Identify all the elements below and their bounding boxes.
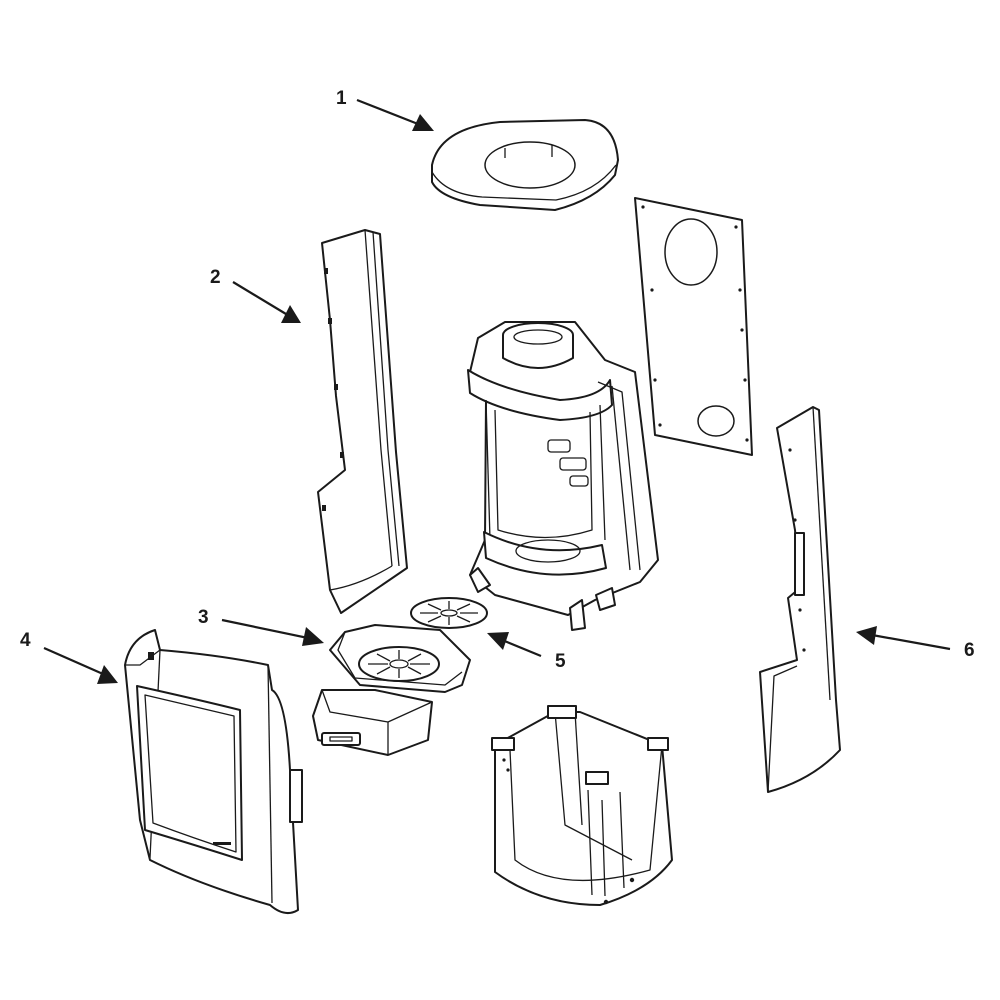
front-door-part (124, 629, 303, 915)
callout-label-2: 2 (210, 267, 221, 288)
callout-label-6: 6 (964, 640, 975, 661)
left-side-panel-part (317, 229, 408, 614)
callout-5: 5 (487, 632, 566, 672)
top-cover-part (431, 119, 619, 211)
ash-tray-grate-part (329, 624, 471, 693)
callout-2: 2 (210, 267, 301, 323)
callout-4: 4 (20, 630, 118, 684)
callout-label-4: 4 (20, 630, 31, 651)
right-side-panel-part (759, 406, 841, 793)
callout-1: 1 (336, 88, 434, 131)
back-plate-part (634, 197, 753, 456)
stove-body-frame (467, 321, 659, 631)
ash-drawer-part (312, 689, 433, 756)
callout-label-1: 1 (336, 88, 347, 109)
callout-6: 6 (856, 626, 975, 661)
pedestal-base-part (491, 705, 673, 906)
callout-label-5: 5 (555, 651, 566, 672)
callout-3: 3 (198, 607, 324, 646)
callout-label-3: 3 (198, 607, 209, 628)
round-grate-part (410, 597, 488, 629)
